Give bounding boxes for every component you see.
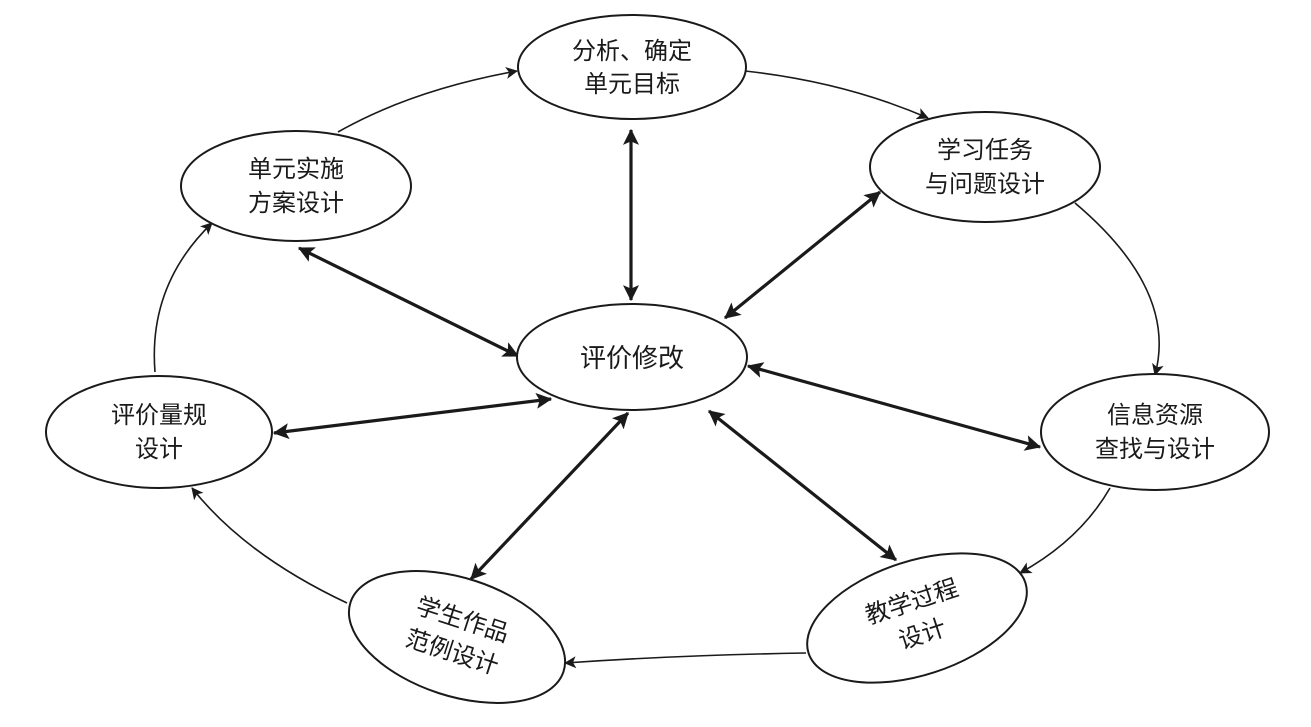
spoke-arrow-task — [723, 190, 882, 320]
spoke-arrow-sample — [469, 411, 630, 581]
spoke-arrow-plan — [297, 246, 520, 358]
cycle-arrow-goal-to-task — [744, 70, 929, 120]
cycle-arrow-sample-to-rubric — [191, 487, 348, 604]
cycle-arrow-process-to-sample — [564, 652, 807, 669]
spoke-arrow-process — [708, 409, 897, 562]
cycle-arrow-plan-to-goal — [337, 67, 518, 133]
node-resource: 信息资源 查找与设计 — [1040, 373, 1270, 491]
node-rubric: 评价量规 设计 — [45, 375, 273, 489]
spoke-arrows — [272, 128, 1042, 581]
node-task-line-1: 学习任务 — [937, 136, 1033, 164]
node-rubric-line-2: 设计 — [135, 435, 183, 463]
spoke-arrow-rubric — [272, 392, 553, 440]
cycle-arrow-resource-to-process — [1019, 487, 1111, 574]
node-goal: 分析、确定 单元目标 — [517, 14, 747, 120]
cycle-arrow-task-to-resource — [1074, 202, 1164, 376]
node-plan: 单元实施 方案设计 — [180, 130, 412, 242]
spoke-arrow-resource — [746, 362, 1042, 451]
node-process: 教学过程 设计 — [806, 552, 1028, 684]
node-task-line-2: 与问题设计 — [925, 170, 1045, 198]
center-node: 评价修改 — [516, 303, 748, 411]
node-task: 学习任务 与问题设计 — [869, 111, 1101, 223]
node-plan-line-2: 方案设计 — [248, 189, 344, 217]
node-rubric-line-1: 评价量规 — [111, 401, 207, 429]
node-goal-line-1: 分析、确定 — [572, 37, 692, 65]
node-resource-line-2: 查找与设计 — [1095, 435, 1215, 463]
cycle-arrows — [153, 67, 1164, 669]
node-sample: 学生作品 范例设计 — [347, 570, 567, 704]
cycle-arrow-rubric-to-plan — [153, 222, 213, 373]
node-resource-line-1: 信息资源 — [1107, 401, 1203, 429]
node-plan-line-1: 单元实施 — [248, 155, 344, 183]
node-goal-line-2: 单元目标 — [584, 70, 680, 98]
center-node-label: 评价修改 — [580, 344, 684, 374]
